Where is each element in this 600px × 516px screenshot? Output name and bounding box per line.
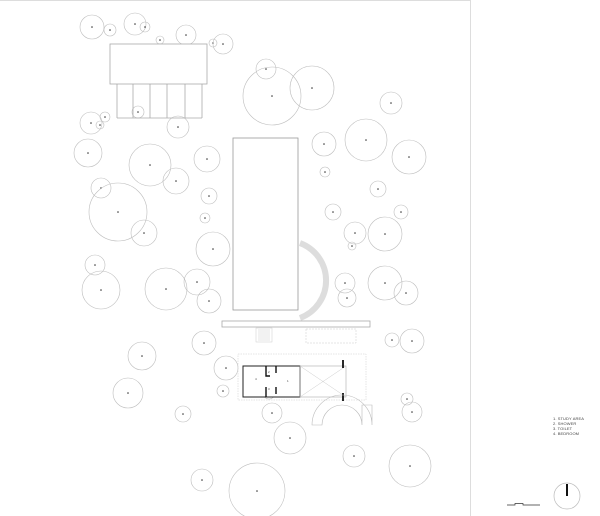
- tree: [324, 203, 342, 221]
- tree: [144, 267, 188, 311]
- room-label-2: 2: [268, 370, 270, 374]
- tree: [388, 444, 432, 488]
- tree: [393, 204, 409, 220]
- tree: [344, 118, 388, 162]
- cabin-walls: [242, 365, 301, 398]
- tree: [393, 280, 419, 306]
- tree: [367, 216, 403, 252]
- tree: [127, 341, 157, 371]
- tree: [155, 35, 165, 45]
- legend: 1. STUDY AREA 2. SHOWER 3. TOILET 4. BED…: [553, 416, 584, 436]
- room-label-4: 4: [255, 377, 257, 381]
- tree: [162, 167, 190, 195]
- tree: [130, 219, 158, 247]
- tree: [139, 21, 151, 33]
- room-label-3: 3: [268, 387, 270, 391]
- upper-house-stilts: [116, 84, 203, 119]
- tree: [183, 268, 211, 296]
- upper-house: [109, 43, 208, 119]
- tree: [289, 65, 335, 111]
- tree: [200, 187, 218, 205]
- tree: [401, 401, 423, 423]
- tree: [367, 265, 403, 301]
- pool: [232, 137, 299, 311]
- deck: [299, 365, 347, 398]
- upper-house-roof: [109, 43, 208, 85]
- tree: [103, 23, 117, 37]
- tree: [95, 120, 105, 130]
- room-label-1: 1: [287, 379, 289, 383]
- tree: [399, 328, 425, 354]
- tree: [369, 180, 387, 198]
- tree: [337, 288, 357, 308]
- tree: [196, 288, 222, 314]
- tree: [123, 12, 147, 36]
- tree: [384, 332, 400, 348]
- tree: [213, 355, 239, 381]
- platform-outline: [237, 353, 367, 401]
- tree: [166, 115, 190, 139]
- north-arrow-icon: [553, 482, 581, 510]
- terrace-planter: [305, 328, 357, 344]
- trees-layer: [73, 12, 432, 516]
- stair: [255, 327, 273, 343]
- tree: [191, 330, 217, 356]
- cabin: 2 3 1 4: [242, 360, 347, 401]
- tree: [334, 272, 356, 294]
- tree: [216, 384, 230, 398]
- tree: [400, 392, 414, 406]
- tree: [90, 177, 112, 199]
- tree: [195, 231, 231, 267]
- legend-item: 3. TOILET: [553, 426, 573, 431]
- tree: [343, 221, 367, 245]
- tree: [379, 91, 403, 115]
- tree: [242, 66, 302, 126]
- tree: [255, 58, 277, 80]
- tree: [261, 402, 283, 424]
- legend-item: 2. SHOWER: [553, 421, 577, 426]
- tree: [73, 138, 103, 168]
- tree: [175, 24, 197, 46]
- tree: [193, 145, 221, 173]
- tree: [88, 182, 148, 242]
- tree: [319, 166, 331, 178]
- legend-item: 4. BEDROOM: [553, 431, 580, 436]
- tree: [311, 131, 337, 157]
- tree: [112, 377, 144, 409]
- tree: [212, 33, 234, 55]
- tree: [81, 270, 121, 310]
- tree: [79, 111, 103, 135]
- tree: [84, 254, 106, 276]
- scale-bar-icon: [507, 503, 540, 506]
- legend-item: 1. STUDY AREA: [553, 416, 585, 421]
- tree: [79, 14, 105, 40]
- tree: [347, 241, 357, 251]
- curved-path: [298, 240, 329, 321]
- tree: [342, 444, 366, 468]
- curved-bench: [311, 394, 373, 426]
- tree: [190, 468, 214, 492]
- tree: [199, 212, 211, 224]
- tree: [128, 143, 172, 187]
- tree: [131, 105, 145, 119]
- tree: [273, 421, 307, 455]
- tree: [174, 405, 192, 423]
- tree: [391, 139, 427, 175]
- long-wall: [221, 320, 371, 328]
- tree: [99, 111, 111, 123]
- tree: [228, 462, 286, 516]
